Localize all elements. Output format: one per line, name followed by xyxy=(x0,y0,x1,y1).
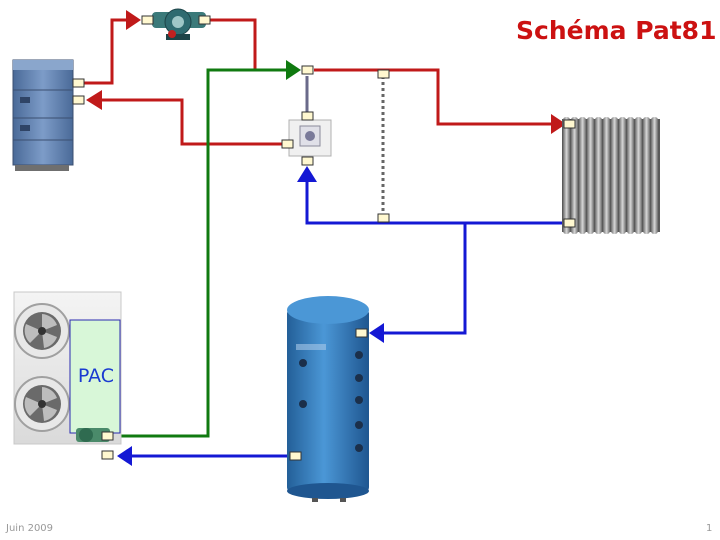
arrowhead-to-pump xyxy=(126,10,141,30)
radiator-out-connector xyxy=(563,218,576,228)
return-to-tank-pipe xyxy=(380,223,467,335)
arrowhead-to-boiler xyxy=(86,90,102,110)
pac-label: PAC xyxy=(77,365,115,387)
arrowhead-to-pac xyxy=(117,446,132,466)
circulator-pump-icon xyxy=(152,8,206,40)
arrowhead-to-radiator xyxy=(551,114,566,134)
boiler-icon xyxy=(12,59,74,171)
three-way-valve-icon xyxy=(288,119,332,157)
pump-out-connector xyxy=(198,15,211,25)
diagram-title: Schéma Pat81 xyxy=(516,16,717,45)
radiator-return-pipe xyxy=(305,180,566,225)
tank-top-connector xyxy=(355,328,368,338)
page-number: 1 xyxy=(706,523,713,534)
pump-in-connector xyxy=(141,15,154,25)
radiator-in-connector xyxy=(563,119,576,129)
pac-in-connector xyxy=(101,450,114,460)
cold-arrowheads xyxy=(117,166,384,466)
bypass-bottom-connector xyxy=(377,213,390,223)
boiler-out-connector xyxy=(72,78,85,88)
fan-top xyxy=(14,303,70,359)
green-pipe xyxy=(115,60,301,438)
valve-bottom-connector xyxy=(301,156,314,166)
footer-date: Juin 2009 xyxy=(6,523,54,534)
arrowhead-to-tank xyxy=(369,323,384,343)
supply-to-radiator-pipe xyxy=(314,68,552,126)
connectors xyxy=(72,15,576,461)
pump-to-valve-pipe xyxy=(205,18,290,72)
cold-pipes xyxy=(130,180,566,458)
tank-bottom-connector xyxy=(289,451,302,461)
return-to-boiler-pipe xyxy=(100,98,286,146)
bypass-top-connector xyxy=(377,69,390,79)
pac-box xyxy=(69,319,121,434)
hot-arrowheads xyxy=(86,10,566,134)
boiler-in-connector xyxy=(72,95,85,105)
buffer-tank-icon xyxy=(287,296,369,502)
valve-top-connector xyxy=(301,65,314,75)
hot-pipes xyxy=(84,18,552,146)
valve-left-connector xyxy=(281,139,294,149)
valve-stem-connector xyxy=(301,111,314,121)
heat-pump-icon xyxy=(13,291,122,445)
arrowhead-to-valve xyxy=(297,166,317,182)
radiator-icon xyxy=(562,117,660,234)
boiler-to-pump-pipe xyxy=(84,18,128,85)
fan-bottom xyxy=(14,376,70,432)
arrowhead-green xyxy=(286,60,301,80)
pac-out-connector xyxy=(101,431,114,441)
